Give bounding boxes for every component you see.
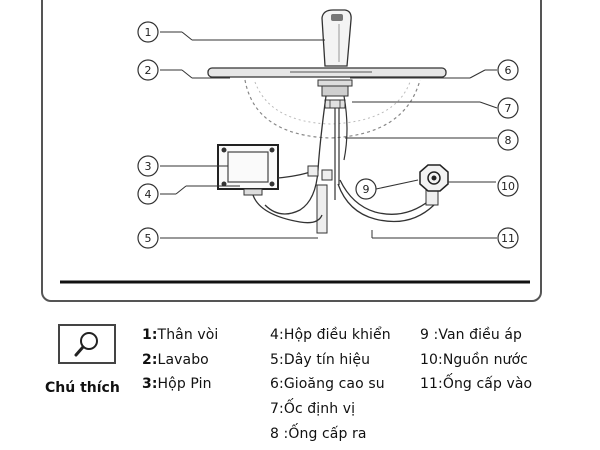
callout-11 — [497, 227, 519, 249]
legend-item-6: 6:Gioăng cao su — [270, 376, 385, 392]
legend-item-5: 5:Dây tín hiệu — [270, 352, 371, 368]
installation-diagram: 1 2 3 4 5 6 7 8 9 10 11 — [60, 9, 530, 284]
callout-6 — [497, 59, 519, 81]
magnifier-icon — [74, 332, 98, 357]
callout-9 — [355, 178, 377, 200]
legend-item-11: 11:Ống cấp vào — [420, 376, 533, 392]
diagram-frame — [41, 0, 542, 302]
callout-1 — [137, 21, 159, 43]
callout-label-6: 6 — [505, 64, 512, 77]
callout-7 — [497, 97, 519, 119]
callout-label-11: 11 — [501, 232, 515, 245]
callout-label-3: 3 — [145, 160, 152, 173]
fixing-nut — [324, 99, 346, 109]
callout-4 — [137, 183, 159, 205]
legend-item-8: 8 :Ống cấp ra — [270, 426, 367, 442]
callout-label-1: 1 — [145, 26, 152, 39]
legend-item-4: 4:Hộp điều khiển — [270, 327, 391, 343]
rubber-gasket — [317, 79, 353, 87]
faucet-body — [321, 9, 352, 67]
callout-3 — [137, 155, 159, 177]
leader-lines — [160, 31, 498, 239]
callout-label-10: 10 — [501, 180, 515, 193]
callout-10 — [497, 175, 519, 197]
legend-item-3: 3:Hộp Pin — [142, 376, 212, 392]
callout-2 — [137, 59, 159, 81]
callout-label-9: 9 — [363, 183, 370, 196]
callout-label-2: 2 — [145, 64, 152, 77]
pressure-valve — [419, 164, 449, 206]
legend-item-9: 9 :Van điều áp — [420, 327, 523, 343]
callout-label-5: 5 — [145, 232, 152, 245]
basin-bowl — [244, 79, 421, 139]
callout-label-4: 4 — [145, 188, 152, 201]
callout-label-8: 8 — [505, 134, 512, 147]
legend-item-7: 7:Ốc định vị — [270, 401, 356, 417]
legend-item-2: 2:Lavabo — [142, 352, 209, 368]
legend-item-1: 1:Thân vòi — [142, 327, 219, 343]
legend-title: Chú thích — [45, 380, 120, 396]
callout-label-7: 7 — [505, 102, 512, 115]
callout-5 — [137, 227, 159, 249]
legend-icon-box — [58, 324, 116, 364]
battery-box — [217, 144, 279, 196]
legend-item-10: 10:Nguồn nước — [420, 352, 528, 368]
callout-8 — [497, 129, 519, 151]
